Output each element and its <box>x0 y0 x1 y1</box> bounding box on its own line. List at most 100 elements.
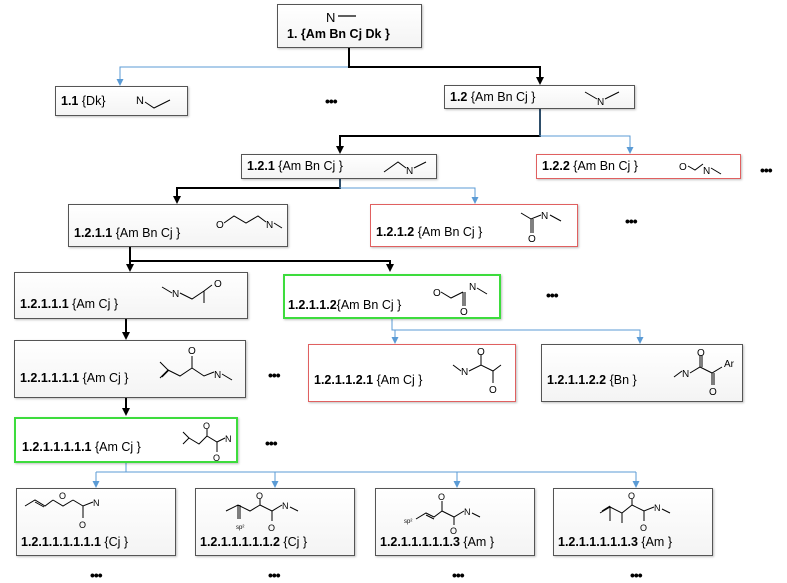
node-1.2.1.1.2.2: 1.2.1.1.2.2 {Bn } N O Ar O <box>541 344 743 402</box>
node-label: 1.1 {Dk} <box>61 94 106 108</box>
node-sets: {Bn } <box>609 373 637 387</box>
mol-atom-label: O <box>438 492 445 502</box>
node-1.2.1.1: 1.2.1.1 {Am Bn Cj } O N <box>68 204 288 247</box>
node-1.2.1.1.1.1: 1.2.1.1.1.1 {Am Cj } O N <box>14 340 246 398</box>
molecule-icon: N <box>584 91 620 108</box>
mol-atom-label: N <box>682 369 689 380</box>
node-1.2.1.1.1.1.1: 1.2.1.1.1.1.1 {Am Cj } O N O <box>14 417 238 463</box>
edge-1-to-1.2 <box>348 47 544 85</box>
node-label: 1.2.1.1.1.1 {Am Cj } <box>20 371 128 385</box>
node-id: 1.2 <box>450 90 468 104</box>
molecule-icon: O N <box>216 215 283 231</box>
mol-atom-label: O <box>433 288 441 299</box>
molecule-icon: N O <box>161 279 222 303</box>
molecule-icon: N O <box>520 211 562 245</box>
node-label: 1.2.1.1.2{Am Bn Cj } <box>288 298 401 312</box>
node-1.2: 1.2 {Am Bn Cj } N <box>444 85 635 109</box>
node-id: 1.2.1.1.2.1 <box>314 373 374 387</box>
node-label: 1.2.1 {Am Bn Cj } <box>247 159 343 173</box>
molecule-icon: N <box>383 161 427 177</box>
node-sets: {Am } <box>463 535 494 549</box>
mol-atom-label: N <box>172 289 179 300</box>
node-label: 1.2.1.1.1.1.1.3 {Am } <box>558 535 672 549</box>
node-label: 1.2.1.1 {Am Bn Cj } <box>74 226 180 240</box>
node-sets: {Am Bn Cj } <box>278 159 343 173</box>
node-sets: {Dk} <box>81 94 106 108</box>
ellipsis: ••• <box>325 93 338 109</box>
mol-atom-label: N <box>703 166 710 177</box>
mol-atom-label: N <box>469 282 476 293</box>
node-1.1: 1.1 {Dk} N <box>55 86 188 116</box>
molecule-icon: O N O <box>24 492 100 530</box>
node-id: 1.2.1.1.1.1.1.3 <box>380 535 460 549</box>
ellipsis: ••• <box>630 567 643 583</box>
node-label: 1.2.1.1.1.1.1 {Am Cj } <box>22 440 141 454</box>
node-label: 1.2.1.1.1.1.1.1 {Cj } <box>21 535 128 549</box>
node-1.2.1.1.1: 1.2.1.1.1 {Am Cj } N O <box>14 272 248 319</box>
mol-atom-label: O <box>697 348 705 359</box>
node-1.2.2: 1.2.2 {Am Bn Cj } O N <box>536 154 741 179</box>
edge-1.2.1.1-to-1.2.1.1.1 <box>129 246 394 272</box>
node-label: 1.2.1.1.1.1.1.3 {Am } <box>380 535 494 549</box>
mol-atom-label: N <box>326 10 335 25</box>
ellipsis: ••• <box>625 213 638 229</box>
node-sets: {Am Bn Cj } <box>336 298 402 312</box>
ellipsis: ••• <box>452 567 465 583</box>
node-sets: {Am Cj } <box>95 440 141 454</box>
mol-atom-label: O <box>640 523 647 533</box>
node-id: 1.2.1 <box>247 159 275 173</box>
molecule-icon: O N O <box>599 491 671 533</box>
node-1.2.1: 1.2.1 {Am Bn Cj } N <box>241 154 437 179</box>
node-sets: {Am Cj } <box>376 373 423 387</box>
node-id: 1.2.1.1.1.1.1 <box>22 440 92 454</box>
mol-atom-label: N <box>406 166 413 177</box>
ellipsis: ••• <box>268 367 281 383</box>
node-id: 1.2.1.1 <box>74 226 113 240</box>
molecule-icon: N <box>136 95 171 109</box>
edge-1.2.1-to-1.2.1.1 <box>173 176 341 204</box>
node-sets: {Am Bn Cj } <box>573 159 638 173</box>
mol-atom-label: N <box>93 498 100 508</box>
molecule-icon: O N <box>679 162 722 177</box>
molecule-icon: O N O <box>433 282 488 316</box>
mol-atom-label: O <box>450 526 457 535</box>
mol-atom-label: O <box>489 385 497 396</box>
ellipsis: ••• <box>90 567 103 583</box>
node-id: 1.2.1.1.2 <box>288 298 337 312</box>
mol-atom-label: O <box>213 453 220 463</box>
mol-atom-label: N <box>541 211 548 222</box>
mol-atom-label: N <box>654 503 661 513</box>
node-label: 1.2.1.1.2.1 {Am Cj } <box>314 373 422 387</box>
node-id: 1.2.1.2 <box>376 225 415 239</box>
mol-atom-label: O <box>203 421 210 431</box>
node-sets: {Am Bn Cj Dk } <box>300 27 390 41</box>
mol-atom-label: N <box>282 501 289 511</box>
node-sets: {Am } <box>641 535 672 549</box>
node-leaf-3: sp² O N O 1.2.1.1.1.1.1.3 {Am } <box>375 488 535 556</box>
node-id: 1.1 <box>61 94 79 108</box>
node-id: 1.2.2 <box>542 159 570 173</box>
mol-atom-label: Ar <box>724 359 735 370</box>
mol-atom-label: O <box>679 162 687 173</box>
node-label: 1.2.1.1.1 {Am Cj } <box>20 297 118 311</box>
mol-atom-label: O <box>460 307 468 316</box>
node-sets: {Am Cj } <box>82 371 129 385</box>
node-label: 1.2.1.1.2.2 {Bn } <box>547 373 637 387</box>
mol-atom-label: O <box>79 520 86 530</box>
node-label: 1.2 {Am Bn Cj } <box>450 90 536 104</box>
mol-atom-label: O <box>268 523 275 533</box>
mol-atom-label: N <box>266 220 273 231</box>
molecule-icon: O N O <box>182 421 232 463</box>
node-id: 1. <box>287 27 298 41</box>
node-id: 1.2.1.1.1.1.1.2 <box>200 535 280 549</box>
mol-atom-label: O <box>256 491 263 501</box>
node-sets: {Am Bn Cj } <box>417 225 483 239</box>
node-label: 1.2.1.2 {Am Bn Cj } <box>376 225 482 239</box>
node-id: 1.2.1.1.1 <box>20 297 69 311</box>
mol-atom-label: O <box>216 220 224 231</box>
mol-atom-label: O <box>709 387 717 398</box>
node-label: 1.2.1.1.1.1.1.2 {Cj } <box>200 535 307 549</box>
node-1.2.1.2: 1.2.1.2 {Am Bn Cj } N O <box>370 204 578 247</box>
node-leaf-4: O N O 1.2.1.1.1.1.1.3 {Am } <box>553 488 713 556</box>
